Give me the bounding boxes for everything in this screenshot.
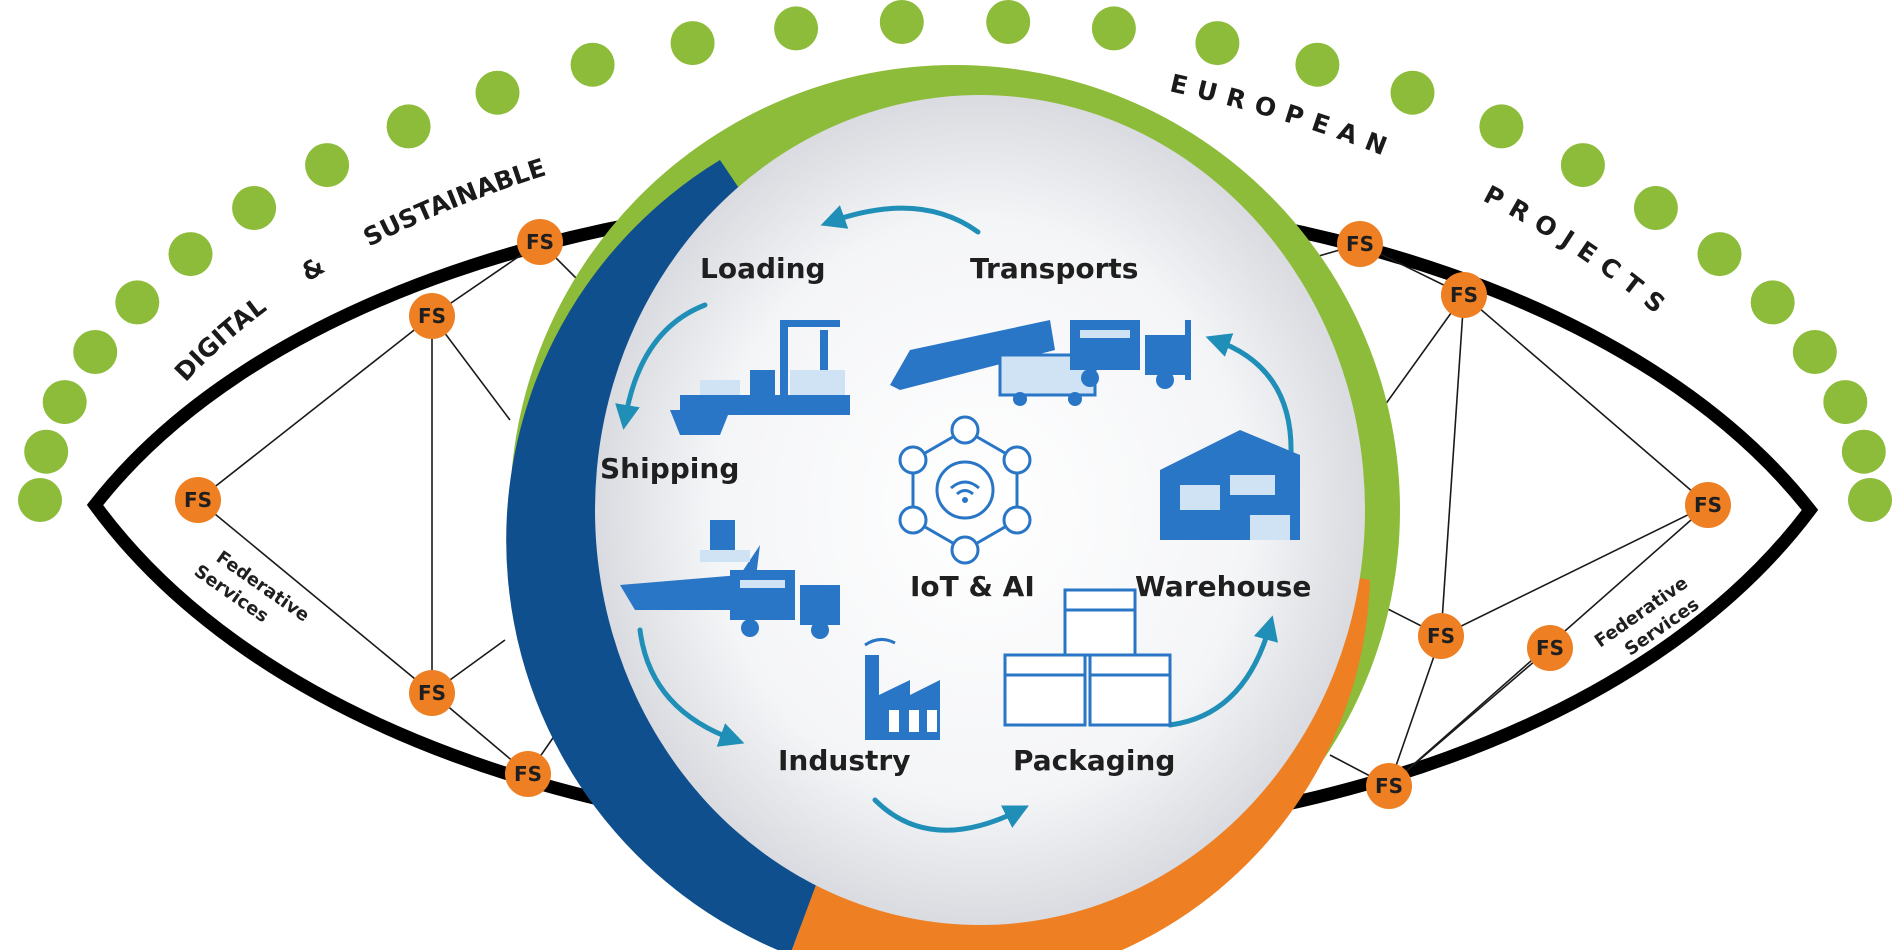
- green-dot: [1823, 380, 1868, 425]
- fs-nodes: FS FS FS FS FS FS FS FS FS FS FS: [175, 219, 1731, 809]
- ship-icon: [620, 520, 760, 610]
- fs-node: FS: [1685, 482, 1731, 528]
- green-dot: [1560, 143, 1605, 188]
- green-dot: [475, 70, 520, 115]
- green-dot: [1091, 6, 1136, 51]
- boxes-icon: [1003, 588, 1172, 727]
- center-label-iot-ai: IoT & AI: [910, 570, 1035, 603]
- green-dot: [1479, 104, 1524, 149]
- green-dot: [18, 478, 62, 522]
- process-flow-arrows: [615, 205, 1294, 833]
- fs-node: FS: [1441, 272, 1487, 318]
- green-dot: [1841, 429, 1886, 474]
- green-dot: [1295, 42, 1340, 87]
- green-dot: [305, 143, 350, 188]
- green-dot: [570, 42, 615, 87]
- banner-ampersand: &: [296, 251, 330, 287]
- green-dot: [1390, 70, 1435, 115]
- fs-node: FS: [505, 751, 551, 797]
- forklift-icon: [1070, 320, 1191, 389]
- fs-node-label: FS: [184, 488, 212, 512]
- green-dot: [1697, 232, 1742, 277]
- stage-transports: Transports: [970, 252, 1138, 285]
- green-dot: [1195, 21, 1240, 66]
- green-dot: [986, 0, 1031, 44]
- green-dot: [386, 104, 431, 149]
- green-dot: [24, 429, 69, 474]
- green-dot: [1792, 330, 1837, 374]
- fs-node: FS: [1337, 221, 1383, 267]
- fs-node-label: FS: [418, 304, 446, 328]
- fs-node-label: FS: [1346, 232, 1374, 256]
- stage-shipping: Shipping: [600, 452, 739, 485]
- green-dot: [232, 186, 277, 230]
- fs-node: FS: [409, 293, 455, 339]
- fs-node: FS: [517, 219, 563, 265]
- fs-node-label: FS: [1450, 283, 1478, 307]
- iot-network-icon: [898, 415, 1032, 565]
- stage-warehouse: Warehouse: [1135, 570, 1311, 603]
- fs-node-label: FS: [1694, 493, 1722, 517]
- fs-node-label: FS: [514, 762, 542, 786]
- green-dot: [1633, 186, 1678, 230]
- fs-node: FS: [175, 477, 221, 523]
- green-dot: [168, 232, 213, 277]
- fs-node-label: FS: [1536, 636, 1564, 660]
- fs-node-label: FS: [1427, 624, 1455, 648]
- green-dot: [879, 0, 924, 44]
- green-dot: [42, 380, 87, 425]
- stage-packaging: Packaging: [1013, 744, 1175, 777]
- stage-loading: Loading: [700, 252, 826, 285]
- green-dot: [73, 330, 118, 374]
- fs-node-label: FS: [526, 230, 554, 254]
- warehouse-icon: [1160, 430, 1300, 540]
- fs-node: FS: [1418, 613, 1464, 659]
- factory-icon: [864, 638, 940, 740]
- green-dot: [1750, 280, 1795, 325]
- forklift-icon-2: [730, 570, 840, 639]
- green-dot: [774, 6, 819, 51]
- crane-port-icon: [670, 320, 850, 435]
- fs-node-label: FS: [418, 681, 446, 705]
- fs-node: FS: [409, 670, 455, 716]
- fs-node: FS: [1527, 625, 1573, 671]
- fs-node: FS: [1366, 763, 1412, 809]
- green-dot: [1848, 478, 1892, 522]
- green-dot: [115, 280, 160, 325]
- stage-industry: Industry: [778, 744, 910, 777]
- green-dot-arc: [18, 0, 1892, 522]
- green-dot: [670, 21, 715, 66]
- fs-node-label: FS: [1375, 774, 1403, 798]
